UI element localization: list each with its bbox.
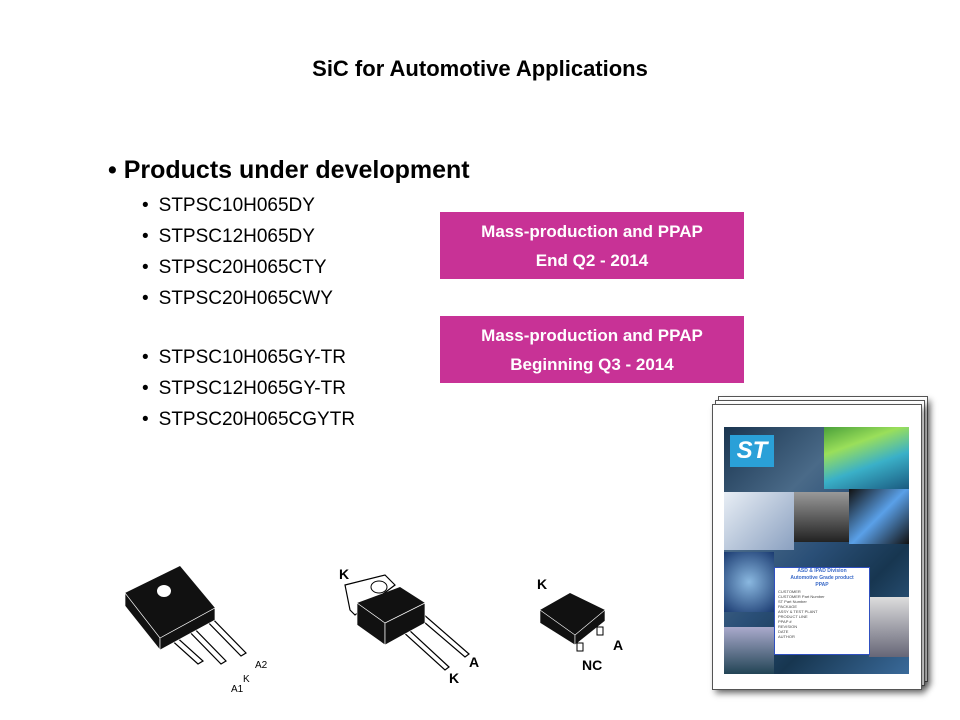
d2pak-package-icon: [539, 593, 606, 652]
milestone-box-2: Mass-production and PPAP Beginning Q3 - …: [440, 316, 744, 383]
st-logo: ST: [730, 435, 774, 467]
pin-label: A: [613, 637, 624, 653]
milestone-line: Mass-production and PPAP: [481, 222, 703, 241]
pin-label: NC: [582, 657, 603, 673]
to247-package-icon: [124, 566, 247, 665]
list-item: STPSC10H065GY-TR: [142, 345, 355, 376]
to220-package-icon: [344, 574, 470, 671]
form-field: PACKAGE: [778, 604, 798, 609]
milestone-date: Beginning Q3 - 2014: [510, 355, 674, 374]
list-item: STPSC10H065DY: [142, 193, 355, 224]
milestone-line: Mass-production and PPAP: [481, 326, 703, 345]
form-division: ASD & IPAD Division: [797, 568, 847, 574]
form-field: ST Part Number: [778, 599, 807, 604]
form-subtitle: Automotive Grade product: [790, 575, 854, 581]
pin-label: K: [339, 566, 350, 582]
list-item: STPSC12H065DY: [142, 224, 355, 255]
form-field: PPAP #: [778, 619, 792, 624]
section-heading: • Products under development: [108, 156, 470, 184]
form-field: CUSTOMER: [778, 589, 801, 594]
ppap-form: ASD & IPAD Division Automotive Grade pro…: [774, 567, 870, 655]
product-list: STPSC10H065DY STPSC12H065DY STPSC20H065C…: [142, 193, 355, 438]
form-title: PPAP: [815, 582, 829, 588]
form-field: AUTHOR: [778, 634, 795, 639]
list-item: STPSC12H065GY-TR: [142, 376, 355, 407]
pin-label: A2: [255, 660, 268, 671]
pin-label: K: [537, 576, 548, 592]
ppap-document-image: ST ASD & IPAD Division Automotive Grade …: [712, 396, 930, 696]
heading-text: Products under development: [123, 156, 470, 184]
milestone-date: End Q2 - 2014: [535, 251, 649, 270]
pin-label: A: [469, 654, 480, 670]
pin-label: K: [243, 674, 250, 685]
slide-title: SiC for Automotive Applications: [312, 56, 648, 81]
pin-label: A1: [231, 684, 244, 695]
list-item: STPSC20H065CWY: [142, 286, 355, 317]
form-field: REVISION: [778, 624, 798, 629]
form-field: CUSTOMER Part Number: [778, 594, 825, 599]
document-cover: ST ASD & IPAD Division Automotive Grade …: [724, 427, 909, 674]
form-field: ASSY & TEST PLANT: [778, 609, 818, 614]
list-item: STPSC20H065CGYTR: [142, 407, 355, 438]
form-field: PRODUCT LINE: [778, 614, 808, 619]
milestone-box-1: Mass-production and PPAP End Q2 - 2014: [440, 212, 744, 279]
form-field: DATE: [778, 629, 789, 634]
pin-label: K: [449, 670, 460, 686]
list-item: STPSC20H065CTY: [142, 255, 355, 286]
